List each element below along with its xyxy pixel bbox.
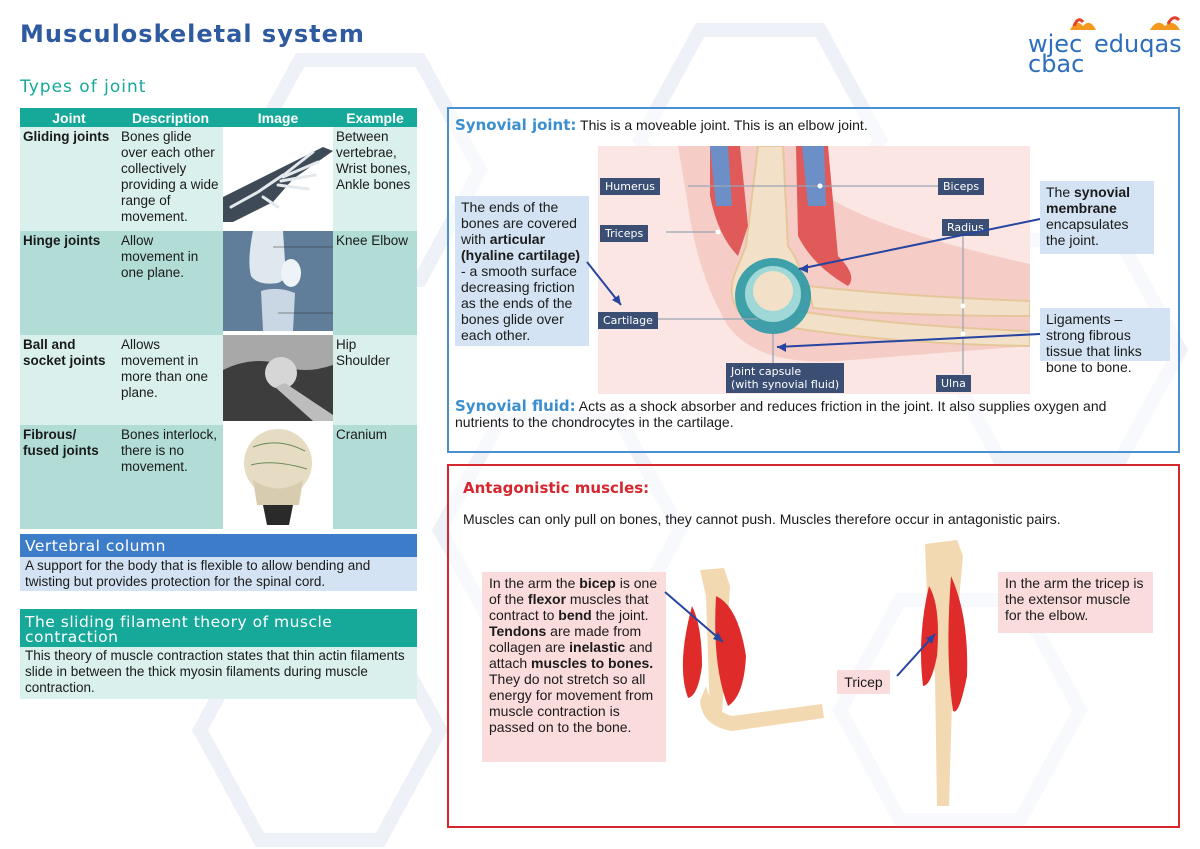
callout-bold: bend (558, 607, 592, 623)
logo-eduqas: eduqas (1094, 30, 1182, 58)
vertebral-column-title: Vertebral column (20, 534, 417, 557)
tricep-callout: In the arm the tricep is the extensor mu… (998, 572, 1153, 633)
table-header-row: Joint Description Image Example (20, 108, 417, 127)
joint-cell: Hinge joints (20, 231, 118, 335)
callout-bold: synovial membrane (1046, 184, 1131, 216)
table-row: Ball and socket joints Allows movement i… (20, 335, 417, 425)
synovial-joint-heading: Synovial joint: This is a moveable joint… (455, 116, 868, 134)
example-cell: Knee Elbow (333, 231, 417, 335)
description-cell: Bones glide over each other collectively… (118, 127, 223, 231)
label-triceps: Triceps (600, 225, 649, 242)
joint-cell: Gliding joints (20, 127, 118, 231)
hand-xray-image (223, 127, 333, 231)
logo-wjec: wjec (1028, 30, 1083, 58)
vertebral-column-text: A support for the body that is flexible … (20, 557, 417, 591)
callout-text: encapsulates the joint. (1046, 216, 1129, 248)
label-biceps: Biceps (938, 178, 985, 195)
synovial-joint-text: This is a moveable joint. This is an elb… (580, 117, 868, 133)
book-icon (1070, 18, 1096, 30)
callout-text: and attach (489, 639, 653, 671)
synovial-fluid-body: Acts as a shock absorber and reduces fri… (455, 398, 1107, 430)
label-joint-capsule-line2: (with synovial fluid) (731, 378, 840, 391)
synovial-joint-title: Synovial joint: (455, 116, 577, 134)
wjec-eduqas-logo[interactable]: wjec eduqas cbac (1026, 12, 1194, 76)
logo-cbac: cbac (1028, 50, 1085, 78)
example-cell: Hip Shoulder (333, 335, 417, 425)
description-cell: Bones interlock, there is no movement. (118, 425, 223, 529)
label-cartilage: Cartilage (598, 312, 658, 329)
book-icon (1150, 16, 1181, 30)
table-row: Fibrous/ fused joints Bones interlock, t… (20, 425, 417, 529)
callout-text: is one of the (489, 575, 658, 607)
hip-xray-image (223, 335, 333, 425)
bicep-callout: In the arm the bicep is one of the flexo… (482, 572, 666, 762)
label-humerus: Humerus (600, 178, 660, 195)
label-joint-capsule: Joint capsule (with synovial fluid) (726, 363, 845, 393)
callout-text: In the arm the (489, 575, 580, 591)
callout-text: - a smooth surface decreasing friction a… (461, 263, 577, 343)
page-title: Musculoskeletal system (20, 20, 365, 48)
antagonistic-muscles-intro: Muscles can only pull on bones, they can… (463, 511, 1061, 527)
callout-bold: inelastic (569, 639, 626, 655)
callout-bold: bicep (579, 575, 616, 591)
callout-bold: muscles to bones. (531, 655, 654, 671)
callout-bold: articular (hyaline cartilage) (461, 231, 581, 263)
table-row: Hinge joints Allow movement in one plane… (20, 231, 417, 335)
table-row: Gliding joints Bones glide over each oth… (20, 127, 417, 231)
callout-text: The (1046, 184, 1075, 200)
synovial-fluid-title: Synovial fluid: (455, 397, 576, 415)
joint-cell: Ball and socket joints (20, 335, 118, 425)
elbow-joint-diagram (598, 146, 1030, 394)
skull-image (223, 425, 333, 529)
header-joint: Joint (20, 108, 118, 127)
articular-cartilage-callout: The ends of the bones are covered with a… (455, 196, 589, 346)
joint-cell: Fibrous/ fused joints (20, 425, 118, 529)
antagonistic-muscles-title: Antagonistic muscles: (463, 479, 650, 497)
synovial-fluid-text: Synovial fluid: Acts as a shock absorber… (455, 398, 1155, 430)
header-example: Example (333, 108, 417, 127)
antagonistic-arrows (664, 591, 936, 677)
sliding-filament-box: The sliding filament theory of muscle co… (20, 609, 417, 699)
callout-text: They do not stretch so all energy for mo… (489, 671, 654, 735)
tricep-label: Tricep (837, 670, 890, 694)
header-image: Image (223, 108, 333, 127)
callout-text: the joint. (591, 607, 649, 623)
joints-table: Joint Description Image Example Gliding … (20, 108, 417, 529)
synovial-membrane-callout: The synovial membrane encapsulates the j… (1040, 181, 1154, 254)
section-title-types-of-joint: Types of joint (20, 77, 147, 97)
bent-arm-illustration (682, 568, 824, 731)
callout-arrows (586, 218, 1041, 352)
callout-bold: Tendons (489, 623, 547, 639)
knee-xray-image (223, 231, 333, 335)
header-description: Description (118, 108, 223, 127)
label-ulna: Ulna (936, 375, 971, 392)
sliding-filament-text: This theory of muscle contraction states… (20, 647, 417, 699)
callout-bold: flexor (527, 591, 567, 607)
ligaments-callout: Ligaments – strong fibrous tissue that l… (1040, 308, 1170, 375)
elbow-labels: Humerus Triceps Cartilage Biceps Radius … (598, 146, 1030, 394)
example-cell: Between vertebrae, Wrist bones, Ankle bo… (333, 127, 417, 231)
vertebral-column-box: Vertebral column A support for the body … (20, 534, 417, 591)
description-cell: Allows movement in more than one plane. (118, 335, 223, 425)
callout-text: muscles that contract to (489, 591, 649, 623)
callout-text: are made from collagen are (489, 623, 642, 655)
description-cell: Allow movement in one plane. (118, 231, 223, 335)
straight-arm-illustration (921, 540, 968, 806)
sliding-filament-title: The sliding filament theory of muscle co… (20, 609, 417, 647)
example-cell: Cranium (333, 425, 417, 529)
callout-text: The ends of the bones are covered with (461, 199, 577, 247)
label-joint-capsule-line1: Joint capsule (731, 365, 802, 378)
